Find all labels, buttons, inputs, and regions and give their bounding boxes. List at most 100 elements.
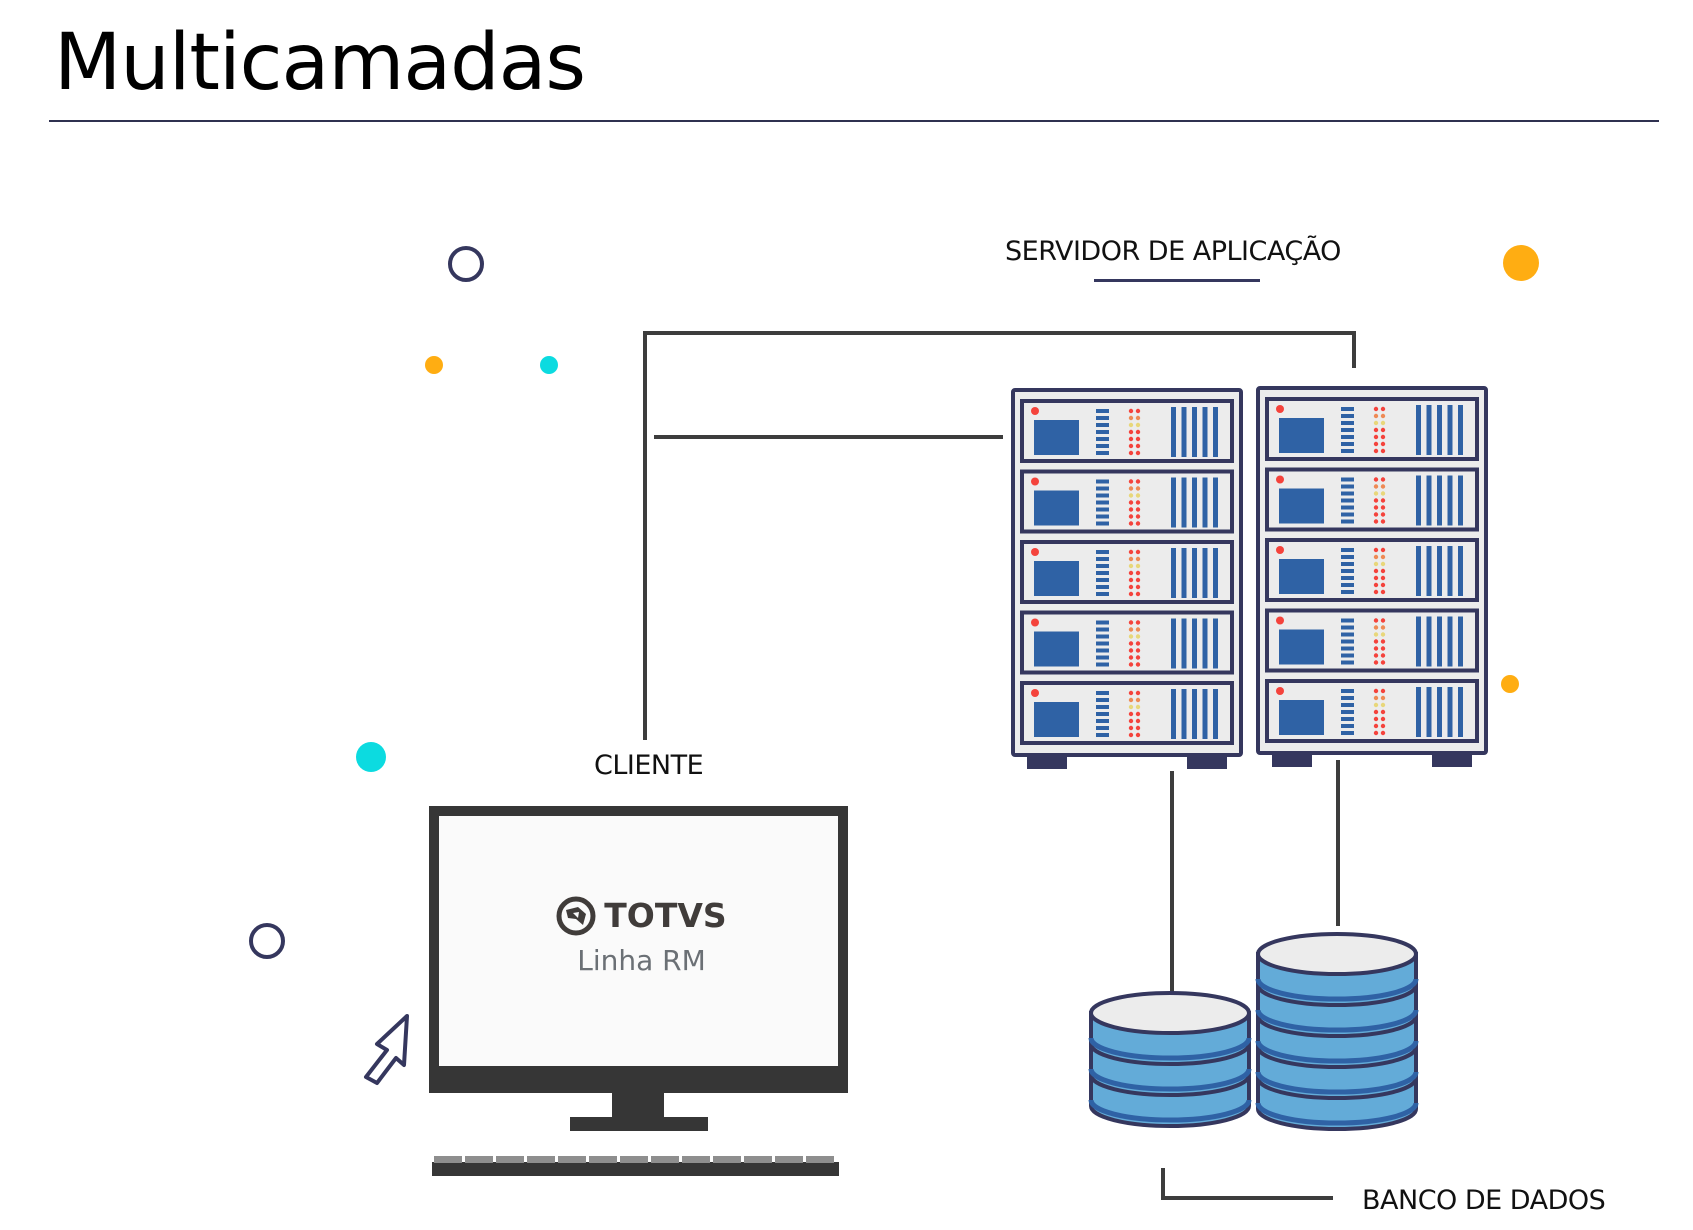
cursor-arrow-icon (364, 1014, 409, 1085)
status-led (1373, 646, 1379, 651)
status-led (1373, 519, 1379, 524)
drive-bay (1202, 689, 1208, 739)
status-led (1373, 632, 1379, 637)
drive-bay (1181, 477, 1187, 528)
status-led (1135, 436, 1141, 442)
status-led (1373, 498, 1379, 503)
status-led (1128, 704, 1134, 710)
drive-bay (1458, 687, 1463, 737)
status-led (1373, 491, 1379, 496)
vent-slot (1096, 578, 1109, 582)
keyboard-keys (434, 1156, 834, 1163)
drive-bay (1458, 616, 1463, 667)
status-led (1128, 408, 1134, 414)
database-layer-band (1088, 1068, 1252, 1092)
status-led (1135, 415, 1141, 421)
rack-foot (1432, 755, 1472, 767)
connector-db-label (1161, 1168, 1333, 1200)
status-led (1135, 549, 1141, 555)
server-display (1034, 420, 1079, 455)
vent-slot (1096, 500, 1109, 505)
status-led (1373, 561, 1379, 567)
status-led (1135, 655, 1141, 660)
status-led (1128, 718, 1134, 724)
drive-bay (1437, 546, 1442, 596)
vent-slot (1341, 555, 1354, 559)
vent-slot (1096, 521, 1109, 526)
drive-bay (1426, 687, 1432, 737)
status-led (1128, 725, 1134, 731)
database-layer-band (1088, 1037, 1252, 1061)
status-led (1373, 448, 1379, 454)
status-led (1135, 500, 1141, 505)
status-led (1135, 662, 1141, 667)
vent-slot (1341, 569, 1354, 573)
drive-bay (1181, 548, 1187, 598)
vent-slot (1096, 691, 1109, 695)
drive-bay (1171, 407, 1176, 457)
vent-slot (1341, 710, 1354, 714)
keyboard (432, 1162, 839, 1176)
power-led-icon (1031, 689, 1039, 697)
vent-slot (1341, 724, 1354, 728)
status-led (1135, 641, 1141, 646)
drive-bay (1213, 477, 1218, 528)
drive-bay (1416, 475, 1421, 526)
drive-bay (1426, 475, 1432, 526)
status-led (1380, 420, 1386, 426)
power-led-icon (1031, 548, 1039, 556)
drive-bay (1171, 477, 1176, 528)
vent-slot (1096, 479, 1109, 484)
status-led (1135, 711, 1141, 717)
status-led (1135, 584, 1141, 590)
status-led (1380, 632, 1386, 637)
status-led (1380, 639, 1386, 644)
status-led (1373, 702, 1379, 708)
status-led (1128, 486, 1134, 491)
status-led (1380, 512, 1386, 517)
vent-slot (1096, 430, 1109, 434)
vent-slot (1341, 548, 1354, 552)
vent-slot (1096, 486, 1109, 491)
database-layer-band (1255, 1071, 1419, 1095)
vent-slot (1096, 641, 1109, 646)
status-led (1373, 406, 1379, 412)
drive-bay (1181, 407, 1187, 457)
status-led (1373, 660, 1379, 665)
status-led (1128, 690, 1134, 696)
status-led (1128, 732, 1134, 738)
vent-slot (1096, 585, 1109, 589)
status-led (1380, 695, 1386, 701)
power-led-icon (1276, 475, 1284, 484)
vent-slot (1096, 648, 1109, 653)
status-led (1373, 434, 1379, 440)
status-led (1380, 477, 1386, 482)
drive-bay (1181, 618, 1187, 669)
client-computer (429, 806, 848, 1176)
status-led (1135, 718, 1141, 724)
database-layer-band (1255, 978, 1419, 1002)
status-led (1373, 575, 1379, 581)
keyboard-key (465, 1156, 493, 1163)
drive-bay (1192, 407, 1197, 457)
vent-slot (1341, 576, 1354, 580)
vent-slot (1341, 435, 1354, 439)
server-unit (1265, 608, 1479, 673)
connector-client-server (643, 331, 1356, 740)
vent-slot (1096, 655, 1109, 660)
database-layer-band (1255, 1040, 1419, 1064)
server-display (1279, 700, 1324, 735)
drive-bay (1437, 687, 1442, 737)
vent-slot (1096, 726, 1109, 730)
status-led (1128, 591, 1134, 597)
status-led (1373, 639, 1379, 644)
status-led (1128, 521, 1134, 526)
server-label-underline (1094, 279, 1260, 282)
status-led (1135, 486, 1141, 491)
status-led (1380, 505, 1386, 510)
vent-slot (1096, 564, 1109, 568)
vent-slot (1341, 717, 1354, 721)
application-servers (1011, 386, 1488, 769)
status-led (1128, 507, 1134, 512)
status-led (1128, 563, 1134, 569)
